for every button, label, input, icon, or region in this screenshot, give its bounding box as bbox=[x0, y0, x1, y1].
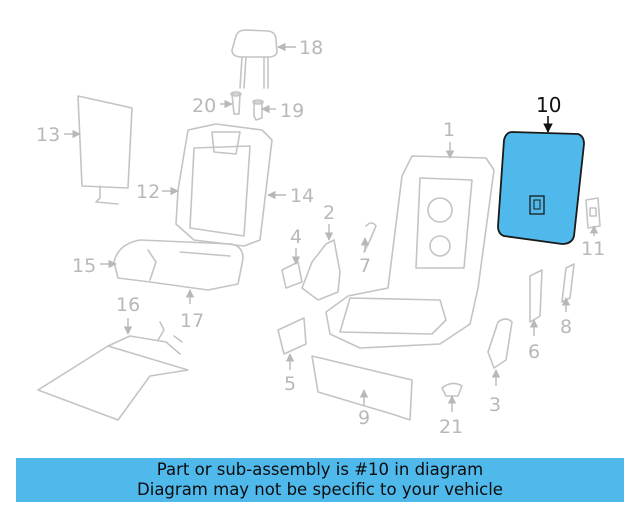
callout-20: 20 bbox=[192, 95, 216, 117]
trim-part-8 bbox=[561, 263, 575, 303]
callout-18: 18 bbox=[299, 37, 323, 59]
callout-1: 1 bbox=[443, 119, 455, 141]
callout-21: 21 bbox=[439, 416, 463, 438]
cover-part-9 bbox=[311, 355, 413, 421]
callout-7: 7 bbox=[359, 255, 371, 277]
leader-lines bbox=[64, 42, 599, 412]
callout-10: 10 bbox=[536, 93, 561, 117]
mat-part-16 bbox=[37, 321, 189, 421]
callout-16: 16 bbox=[116, 294, 140, 316]
callout-6: 6 bbox=[528, 341, 540, 363]
callout-5: 5 bbox=[284, 373, 296, 395]
seat-back-panel-part-10 bbox=[497, 131, 585, 245]
back-panel-part-13 bbox=[77, 95, 133, 205]
cover-part-3 bbox=[487, 318, 513, 369]
info-banner: Part or sub-assembly is #10 in diagram D… bbox=[16, 458, 624, 502]
callout-14: 14 bbox=[290, 185, 314, 207]
seat-frame-part-1 bbox=[325, 155, 495, 349]
guide-part-20 bbox=[230, 91, 242, 115]
banner-line-part-number: Part or sub-assembly is #10 in diagram bbox=[156, 460, 484, 479]
seat-back-part-12-14 bbox=[175, 123, 273, 247]
callout-11: 11 bbox=[581, 238, 605, 260]
callout-8: 8 bbox=[560, 316, 572, 338]
callout-2: 2 bbox=[323, 202, 335, 224]
headrest-part-18 bbox=[231, 29, 278, 89]
banner-line-disclaimer: Diagram may not be specific to your vehi… bbox=[137, 480, 503, 499]
seat-cushion-part-15-17 bbox=[113, 239, 244, 291]
callout-9: 9 bbox=[358, 407, 370, 429]
cover-part-6 bbox=[529, 269, 543, 323]
callout-13: 13 bbox=[36, 124, 60, 146]
callout-12: 12 bbox=[136, 181, 160, 203]
callout-17: 17 bbox=[180, 310, 204, 332]
clip-part-21 bbox=[441, 382, 463, 397]
latch-part-11 bbox=[585, 197, 601, 229]
callout-3: 3 bbox=[489, 394, 501, 416]
callout-19: 19 bbox=[280, 100, 304, 122]
parts-diagram: 18 20 19 13 12 14 15 17 16 1 2 4 7 5 6 8… bbox=[36, 29, 605, 438]
bracket-part-4 bbox=[281, 261, 303, 289]
bracket-part-2 bbox=[301, 239, 341, 301]
bracket-part-5 bbox=[277, 317, 307, 355]
guide-part-19 bbox=[252, 99, 264, 121]
callout-4: 4 bbox=[290, 226, 302, 248]
callout-15: 15 bbox=[72, 255, 96, 277]
strap-part-7 bbox=[363, 222, 377, 253]
